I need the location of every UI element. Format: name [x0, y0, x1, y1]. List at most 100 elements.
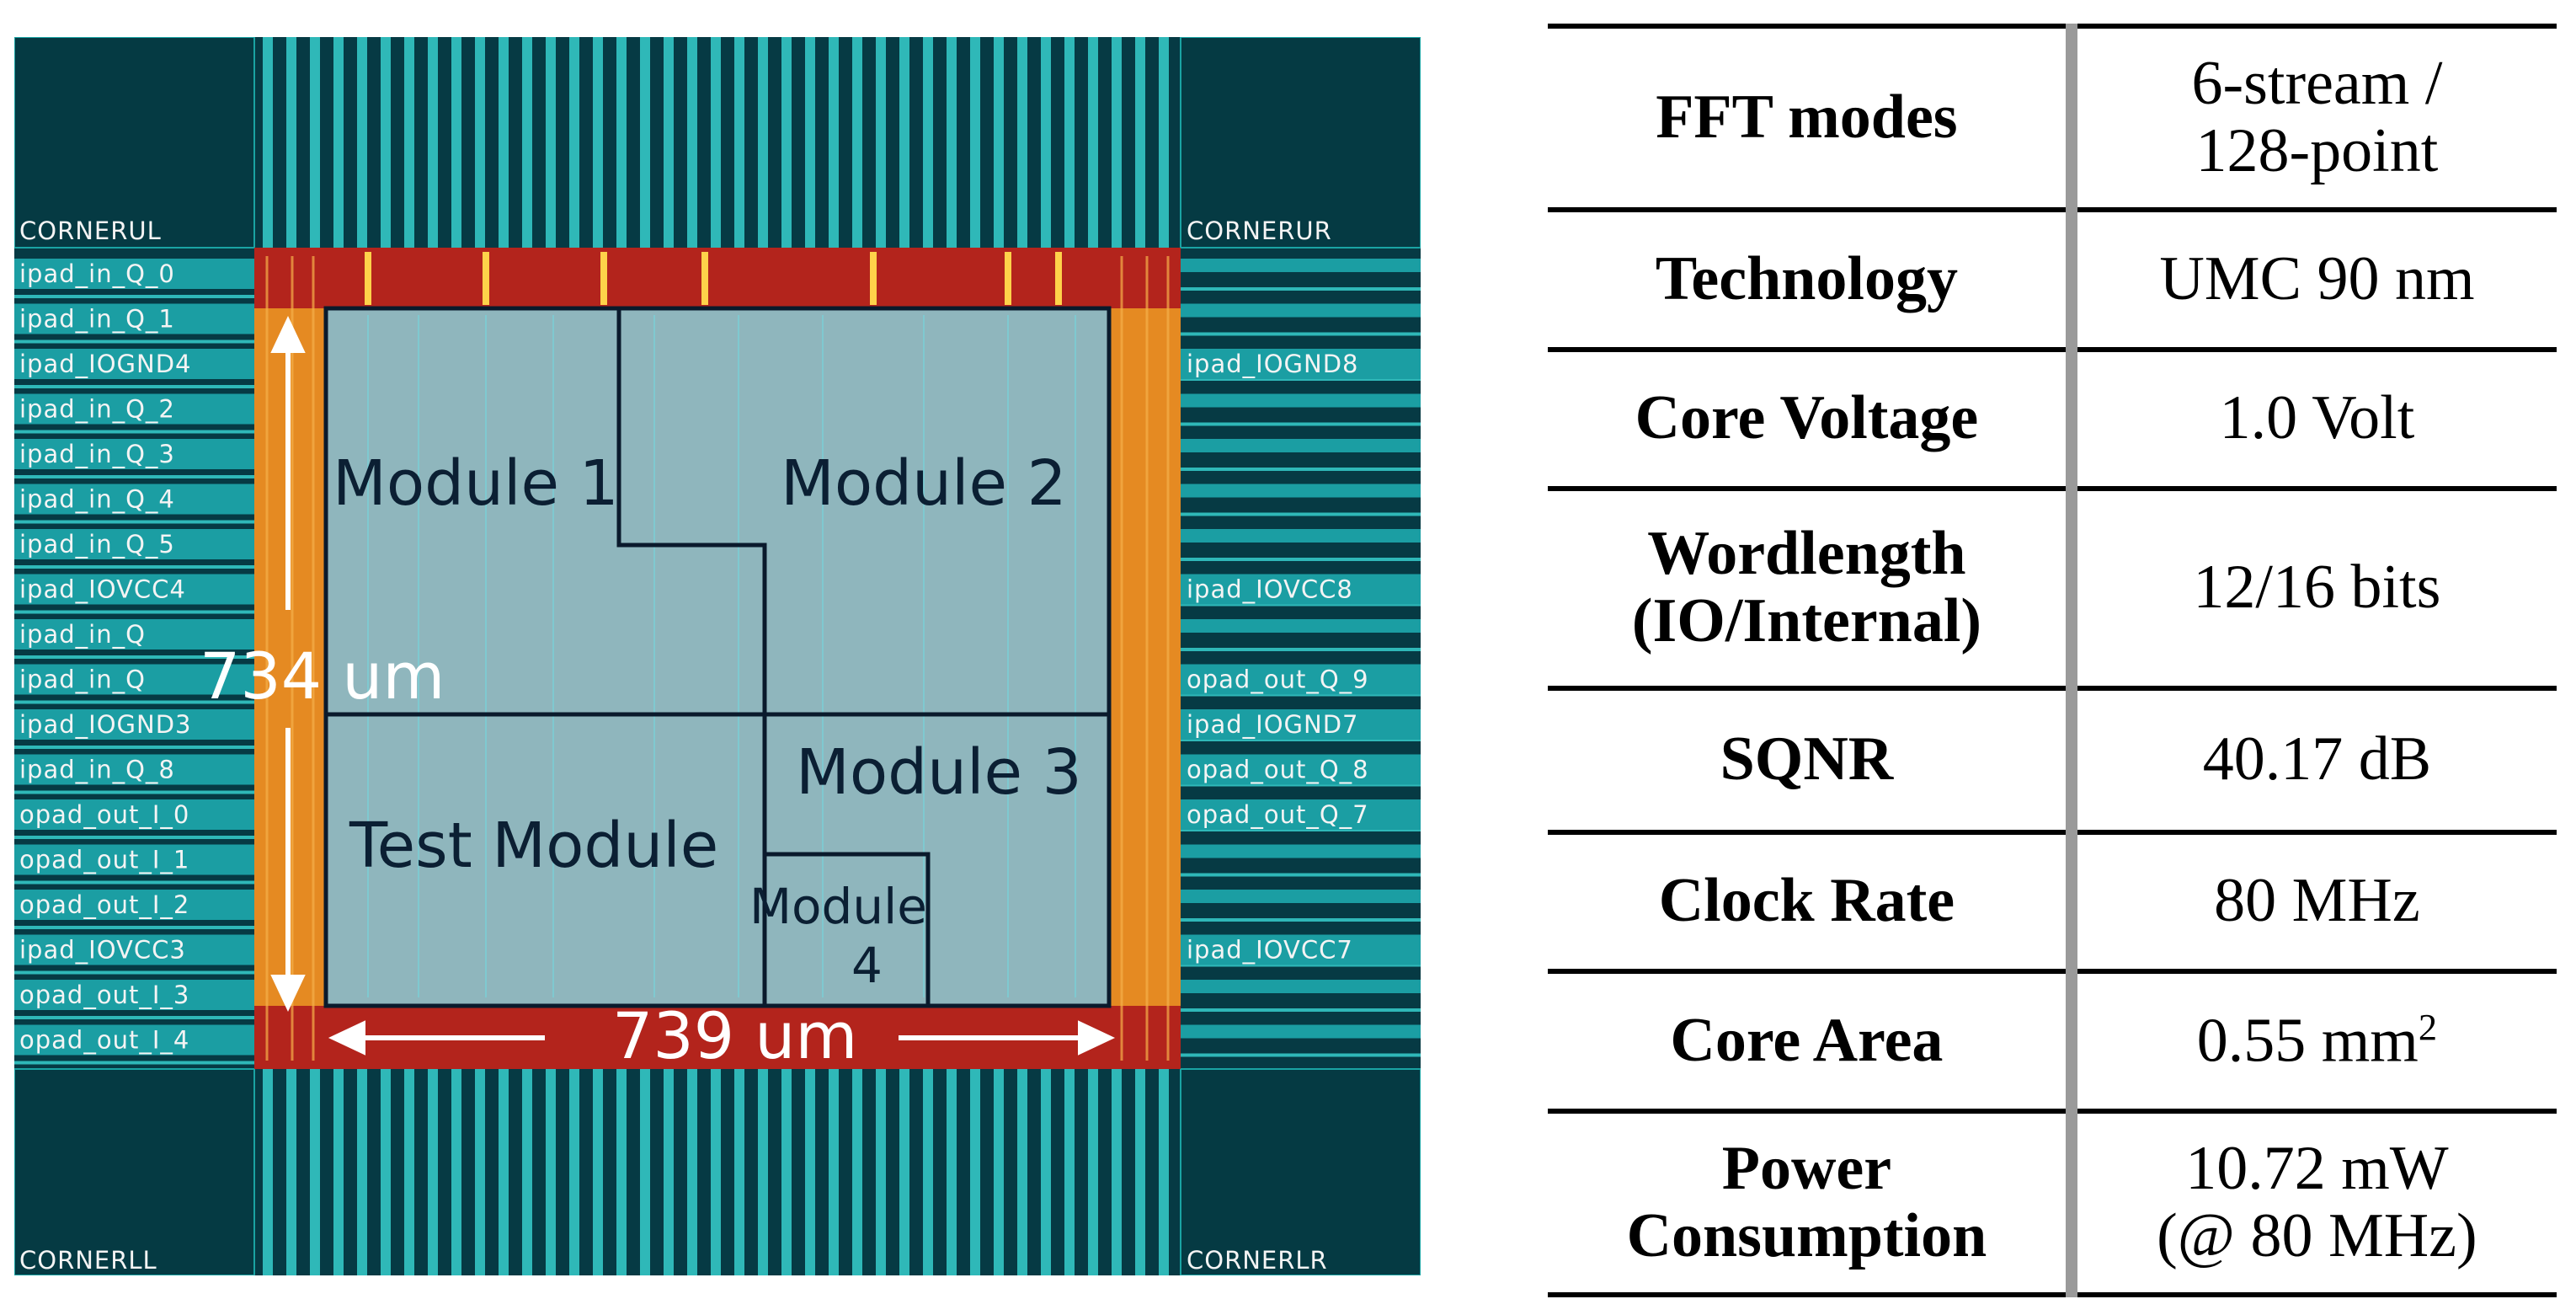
bottom-pin [499, 1065, 509, 1275]
corner-cell-ul [14, 37, 255, 249]
left-pad-row [14, 574, 254, 605]
chip-layout-image: ipad_in_Q_0ipad_in_Q_1ipad_IOGND4ipad_in… [14, 37, 1421, 1275]
spec-param-line: SQNR [1720, 724, 1894, 794]
module-4-label-line2: 4 [851, 937, 883, 994]
right-pad-cell [1181, 709, 1421, 740]
top-pin [734, 37, 744, 252]
left-pad-label: opad_out_I_2 [19, 890, 189, 919]
left-pad-label: ipad_IOVCC4 [19, 575, 186, 604]
spec-param-cell: FFT modes [1548, 24, 2077, 212]
bottom-pin [381, 1065, 391, 1275]
bottom-pin [640, 1065, 650, 1275]
spec-param-line: Power [1721, 1133, 1892, 1203]
right-pad-label: ipad_IOGND7 [1187, 710, 1358, 739]
left-pad-label: ipad_in_Q [19, 620, 146, 649]
top-pin [664, 37, 674, 252]
bottom-pin [616, 1065, 627, 1275]
left-pad-label: ipad_in_Q_3 [19, 440, 175, 468]
left-pad-row [14, 934, 254, 965]
bottom-pin [1088, 1065, 1098, 1275]
right-pad-label: ipad_IOVCC8 [1187, 575, 1353, 604]
corner-cell-ll [14, 1068, 255, 1275]
spec-value-text: 10.72 mW [2185, 1133, 2449, 1203]
left-pad-label: opad_out_I_0 [19, 800, 189, 829]
right-pad-row [1181, 1024, 1421, 1039]
top-pin [310, 37, 320, 252]
top-pin [994, 37, 1004, 252]
left-pad-label: ipad_IOGND3 [19, 710, 191, 739]
spec-value-line: 80 MHz [2086, 867, 2548, 935]
test-module-label: Test Module [349, 810, 718, 882]
bottom-pin [664, 1065, 674, 1275]
bottom-pin [263, 1065, 273, 1275]
spec-param-line: (IO/Internal) [1631, 586, 1982, 656]
top-pin [475, 37, 485, 252]
top-pin [546, 37, 556, 252]
bottom-pin [546, 1065, 556, 1275]
right-pad-row [1181, 259, 1421, 272]
spec-param-cell: Clock Rate [1548, 829, 2077, 975]
left-pad-row [14, 393, 254, 425]
top-pin [522, 37, 532, 252]
corner-label-ur: CORNERUR [1187, 216, 1332, 245]
left-pad-row [14, 709, 254, 740]
top-pin [1135, 37, 1145, 252]
right-pad-row [1181, 439, 1421, 452]
corner-label-ll: CORNERLL [19, 1246, 157, 1275]
right-pad-cell [1181, 664, 1421, 695]
height-dimension-label: 734 um [200, 639, 445, 714]
top-pin [1112, 37, 1122, 252]
right-pad-row [1181, 303, 1421, 318]
bottom-pin [333, 1065, 344, 1275]
bottom-pin [876, 1065, 886, 1275]
spec-row: SQNR 40.17 dB [1548, 685, 2557, 835]
corner-label-lr: CORNERLR [1187, 1246, 1328, 1275]
top-pin [923, 37, 933, 252]
corner-cell-lr [1180, 1068, 1421, 1275]
bottom-pin [569, 1065, 579, 1275]
corner-cell-ur [1180, 37, 1421, 249]
right-pad-label: ipad_IOVCC7 [1187, 936, 1353, 965]
module-boundaries [323, 306, 1112, 1008]
right-pad-row [1181, 890, 1421, 903]
bottom-pin [1017, 1065, 1027, 1275]
top-pin [357, 37, 367, 252]
spec-param-line: FFT modes [1656, 83, 1958, 152]
spec-row: Technology UMC 90 nm [1548, 206, 2557, 352]
top-pin-stripes [263, 37, 1169, 252]
left-pad-row [14, 664, 254, 695]
bottom-pin [781, 1065, 792, 1275]
left-pad-row [14, 529, 254, 559]
right-pad-label: opad_out_Q_8 [1187, 756, 1369, 784]
core-area [326, 308, 1109, 1006]
top-pin [499, 37, 509, 252]
right-pad-rows: ipad_IOGND8ipad_IOVCC8opad_out_Q_9ipad_I… [1181, 259, 1421, 1057]
spec-value-line: UMC 90 nm [2086, 243, 2548, 313]
module-2-label: Module 2 [781, 447, 1067, 520]
spec-param-line: Technology [1655, 243, 1958, 313]
right-pad-cell [1181, 754, 1421, 785]
top-pin [1041, 37, 1051, 252]
top-pin [569, 37, 579, 252]
spec-value-text: UMC 90 nm [2159, 243, 2475, 313]
top-pin [876, 37, 886, 252]
bottom-pin [734, 1065, 744, 1275]
spec-value-text: 40.17 dB [2202, 724, 2432, 794]
top-pin [1159, 37, 1169, 252]
left-pad-row [14, 439, 254, 469]
left-pad-row [14, 890, 254, 920]
left-pad-label: ipad_in_Q_0 [19, 259, 175, 288]
left-pad-label: ipad_in_Q [19, 666, 146, 694]
left-pad-label: ipad_in_Q_1 [19, 305, 175, 334]
module-4-label-line1: Module [749, 878, 927, 935]
spec-value-text: (@ 80 MHz) [2157, 1200, 2477, 1270]
left-pad-label: ipad_in_Q_5 [19, 530, 175, 559]
spec-value-superscript: 2 [2418, 1005, 2438, 1048]
top-pin [333, 37, 344, 252]
left-pad-rows: ipad_in_Q_0ipad_in_Q_1ipad_IOGND4ipad_in… [14, 259, 254, 1065]
bottom-pin [593, 1065, 603, 1275]
